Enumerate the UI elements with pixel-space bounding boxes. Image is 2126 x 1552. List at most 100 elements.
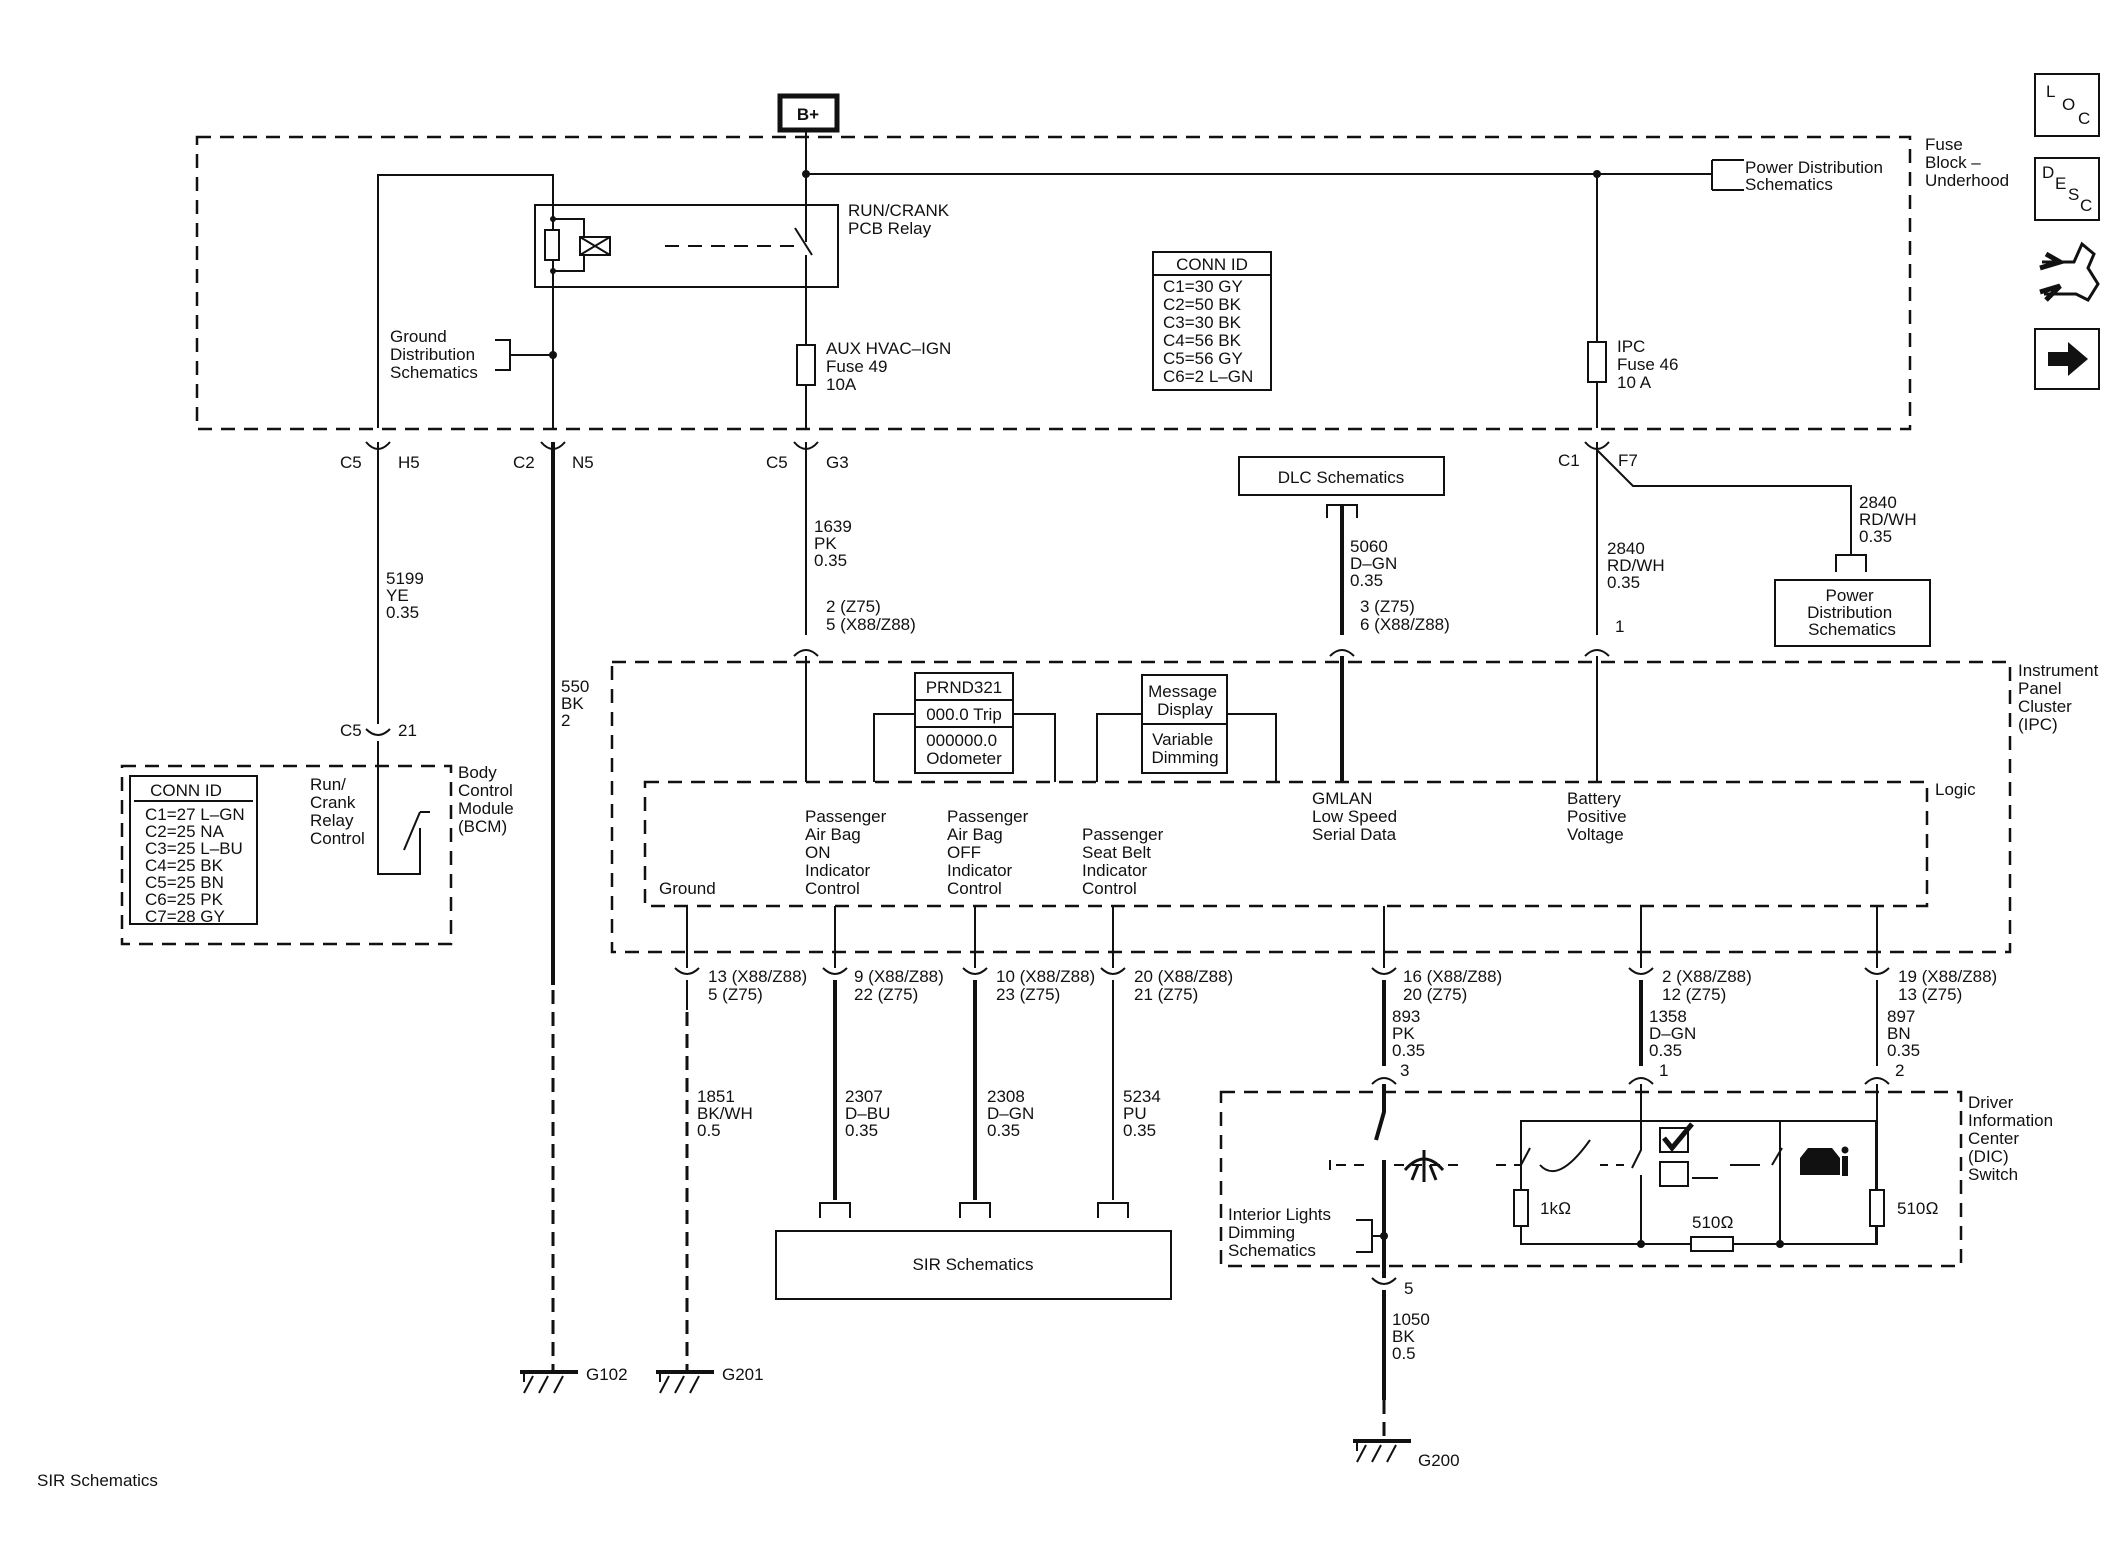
b-plus-box: [777, 93, 840, 133]
pin-1639-label: 2 (Z75) 5 (X88/Z88): [826, 597, 916, 634]
ipc-logic-boundary: [643, 780, 1929, 908]
g201-label: G201: [722, 1365, 764, 1384]
arrow-right-icon: [2048, 342, 2088, 376]
desc-c: C: [2080, 196, 2092, 215]
dic-boundary: [1219, 1090, 1963, 1268]
dic-pin-1-marker: [1628, 1077, 1654, 1085]
pds-right-bracket: [1835, 554, 1867, 572]
pin-5234-marker: [1100, 967, 1126, 975]
pin-upper-stubs: [686, 952, 1878, 968]
bcm-conn-right: 21: [398, 721, 417, 740]
vehicle-info-icon: [1800, 1148, 1840, 1175]
bcm-conn-id-rows: C1=27 L–GN C2=25 NA C3=25 L–BU C4=25 BK …: [145, 805, 249, 926]
relay-contact: [794, 227, 813, 356]
signal-pab-off: Passenger Air Bag OFF Indicator Control: [947, 807, 1033, 898]
pin-897-marker: [1864, 967, 1890, 975]
mid-wires: 5199 YE 0.35 550 BK 2 1639 PK 0.35 2 (Z7…: [377, 442, 1931, 1370]
ild-bracket: [1356, 1219, 1384, 1253]
dic-pin-5: 5: [1404, 1279, 1413, 1298]
dic-dimming-switch: [1329, 1160, 1370, 1170]
loc-c: C: [2078, 109, 2090, 128]
dic-pin-1: 1: [1659, 1061, 1668, 1080]
wire-2840-to-pds: [1596, 449, 1852, 555]
conn-c5-g3-right: G3: [826, 453, 849, 472]
pin-1358-marker: [1628, 967, 1654, 975]
bcm-title: Body Control Module (BCM): [458, 763, 519, 836]
resistor-510-right: [1869, 1189, 1885, 1227]
fuse-49-label: AUX HVAC–IGN Fuse 49 10A: [826, 339, 956, 394]
sir-schematics-box[interactable]: [775, 1230, 1172, 1300]
next-page-button-frame: [2034, 328, 2100, 390]
prnd-display: [914, 672, 1014, 774]
next-page-button[interactable]: [2034, 328, 2100, 390]
fuse-conn-id-box: [1152, 251, 1272, 391]
checkmark-icon: [1539, 1139, 1591, 1173]
wire-2840b-label: 2840 RD/WH 0.35: [1859, 493, 1921, 546]
dic-pin-3-marker: [1371, 1077, 1397, 1085]
pin-1851-label: 13 (X88/Z88)5 (Z75): [708, 967, 807, 1004]
dic-pin-2: 2: [1895, 1061, 1904, 1080]
g102-label: G102: [586, 1365, 628, 1384]
pin-2308-label: 10 (X88/Z88)23 (Z75): [996, 967, 1095, 1004]
ipc-pin-1639: [793, 649, 819, 657]
fuse-conn-id-rows: C1=30 GY C2=50 BK C3=30 BK C4=56 BK C5=5…: [1163, 277, 1253, 386]
pin-5060-label: 3 (Z75) 6 (X88/Z88): [1360, 597, 1450, 634]
description-button-frame: [2034, 157, 2100, 221]
grounds: G102 G201 G200: [520, 1365, 1460, 1470]
dic-pin-5-marker: [1371, 1277, 1397, 1285]
g102-hatch: [523, 1372, 564, 1394]
resistor-1k: [1513, 1189, 1529, 1227]
prnd-dividers: [915, 699, 1013, 728]
dic-title: Driver Information Center (DIC) Switch: [1968, 1093, 2058, 1184]
loc-l: L: [2046, 82, 2055, 101]
location-button[interactable]: L O C: [2034, 73, 2100, 137]
relay-dot-top: [550, 216, 556, 222]
fuse-49: [796, 344, 816, 386]
ipc-pin-2840: [1584, 649, 1610, 657]
conn-c1-f7-left: C1: [1558, 451, 1580, 470]
resistor-510-mid: [1690, 1236, 1734, 1252]
nav-buttons: L O C D E S C: [2034, 73, 2100, 390]
dic-network-wiring: [1640, 1084, 1878, 1245]
relay-dot-bottom: [550, 268, 556, 274]
pin-2307-label: 9 (X88/Z88)22 (Z75): [854, 967, 944, 1004]
wire-550-label: 550 BK 2: [561, 677, 594, 730]
ipc-title: Instrument Panel Cluster (IPC): [2018, 661, 2103, 734]
pin-5234-label: 20 (X88/Z88)21 (Z75): [1134, 967, 1233, 1004]
loc-o: O: [2062, 95, 2075, 114]
pin-893-label: 16 (X88/Z88)20 (Z75): [1403, 967, 1502, 1004]
run-crank-relay-box: [534, 204, 839, 288]
desc-s: S: [2068, 185, 2079, 204]
dic-pin-3: 3: [1400, 1061, 1409, 1080]
harness-arrows-icon: [2039, 251, 2067, 302]
ground-g200: G200: [1353, 1439, 1460, 1470]
pin-2308-marker: [962, 967, 988, 975]
fuse-46-label: IPC Fuse 46 10 A: [1617, 337, 1683, 392]
wire-2840a-label: 2840 RD/WH 0.35: [1607, 539, 1669, 592]
conn-c2-n5-left: C2: [513, 453, 535, 472]
b-plus-label: B+: [797, 105, 819, 124]
pds-right-box[interactable]: [1774, 579, 1931, 647]
dic-check-link: [1692, 1164, 1760, 1179]
bcm-relay-circuit: [377, 741, 421, 875]
dlc-schematics-box[interactable]: [1238, 456, 1445, 496]
pds-top-bracket: [1711, 159, 1744, 191]
sir-schematics-label: SIR Schematics: [913, 1255, 1034, 1274]
ipc-logic-label: Logic: [1935, 780, 1976, 799]
dic-pin-2-marker: [1864, 1077, 1890, 1085]
signal-battery: Battery Positive Voltage: [1567, 789, 1631, 844]
description-button[interactable]: D E S C: [2034, 157, 2100, 221]
bcm-boundary: [120, 764, 453, 946]
wiring-harness-button[interactable]: [2039, 241, 2100, 302]
fuse-46: [1587, 341, 1607, 383]
g200-label: G200: [1418, 1451, 1460, 1470]
ipc-pin-5060: [1329, 649, 1355, 657]
run-crank-relay-label: RUN/CRANK PCB Relay: [848, 201, 954, 238]
resistor-510-right-label: 510Ω: [1897, 1199, 1938, 1218]
pin-2840-label: 1: [1615, 617, 1624, 636]
pds-right-label: Power Distribution Schematics: [1807, 586, 1897, 639]
trip-label: 000.0 Trip: [926, 705, 1002, 724]
